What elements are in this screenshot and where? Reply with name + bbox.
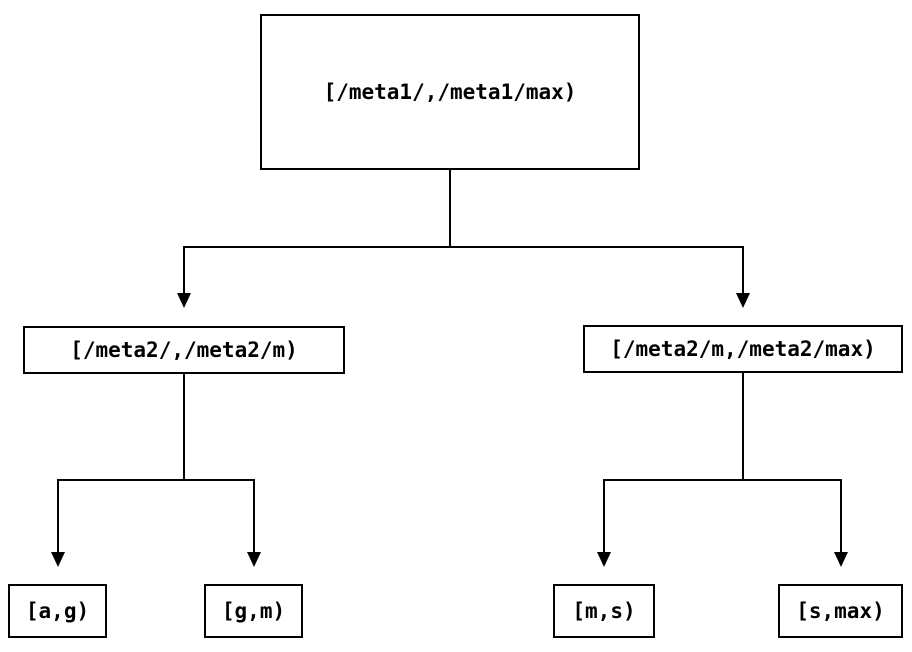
node-leaf-m-s: [m,s) — [553, 584, 655, 638]
node-leaf-a-g: [a,g) — [8, 584, 107, 638]
arrowhead-down-icon — [736, 293, 750, 308]
arrowhead-down-icon — [247, 552, 261, 567]
arrowhead-down-icon — [177, 293, 191, 308]
arrowhead-down-icon — [51, 552, 65, 567]
node-meta2-left-range: [/meta2/,/meta2/m) — [23, 326, 345, 374]
arrowhead-down-icon — [834, 552, 848, 567]
arrowhead-down-icon — [597, 552, 611, 567]
node-leaf-g-m: [g,m) — [204, 584, 303, 638]
node-root-range: [/meta1/,/meta1/max) — [260, 14, 640, 170]
node-meta2-right-range: [/meta2/m,/meta2/max) — [583, 325, 903, 373]
node-leaf-s-max: [s,max) — [778, 584, 903, 638]
